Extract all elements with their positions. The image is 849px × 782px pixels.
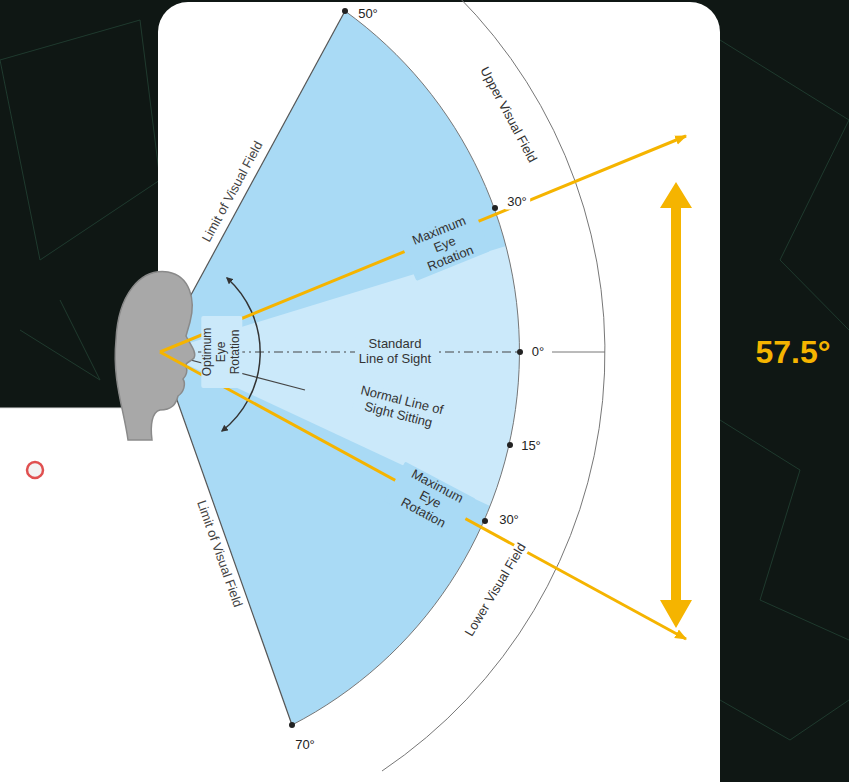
- degree-dot: [342, 8, 348, 14]
- visual-field-fan: [160, 11, 519, 725]
- main-card: [158, 2, 720, 782]
- limit-label: Limit of Visual Field: [198, 136, 268, 247]
- degree-label: 30°: [496, 513, 522, 528]
- angle-value: 57.5°: [752, 334, 833, 371]
- limit-label: Limit of Visual Field: [192, 496, 246, 613]
- sight-label: Standard Line of Sight: [355, 337, 435, 367]
- span-double-arrow: [660, 182, 692, 628]
- network-line: [720, 420, 849, 640]
- rotation-label: Maximum Eye Rotation: [400, 209, 491, 281]
- head-silhouette: [115, 272, 195, 440]
- rotation-label: Optimum Eye Rotation: [201, 316, 242, 388]
- lower-limit-line: [160, 352, 292, 725]
- network-line: [0, 20, 160, 260]
- network-line: [720, 700, 849, 740]
- zero-tick: [552, 352, 605, 353]
- degree-dot: [289, 722, 295, 728]
- network-line: [20, 300, 100, 380]
- degree-dot: [517, 349, 523, 355]
- degree-label: 70°: [292, 738, 318, 753]
- degree-dot: [482, 518, 488, 524]
- degree-dots: [289, 8, 523, 728]
- rotation-label: Maximum Eye Rotation: [384, 461, 476, 538]
- degree-dot: [492, 205, 498, 211]
- network-line: [720, 40, 849, 330]
- degree-label: 30°: [504, 195, 530, 210]
- degree-dot: [507, 442, 513, 448]
- side-card: [0, 408, 165, 782]
- sight-label: Normal Line of Sight Sitting: [352, 382, 448, 433]
- outer-arc: [382, 0, 605, 771]
- field-label: Lower Visual Field: [461, 538, 531, 642]
- degree-label: 50°: [355, 7, 381, 22]
- eye-rotation-wedge: [160, 246, 519, 506]
- degree-label: 15°: [518, 439, 544, 454]
- lower-angle-line: [160, 352, 686, 639]
- degree-label: 0°: [529, 345, 547, 360]
- field-label: Upper Visual Field: [475, 62, 541, 168]
- side-icon: [27, 462, 43, 478]
